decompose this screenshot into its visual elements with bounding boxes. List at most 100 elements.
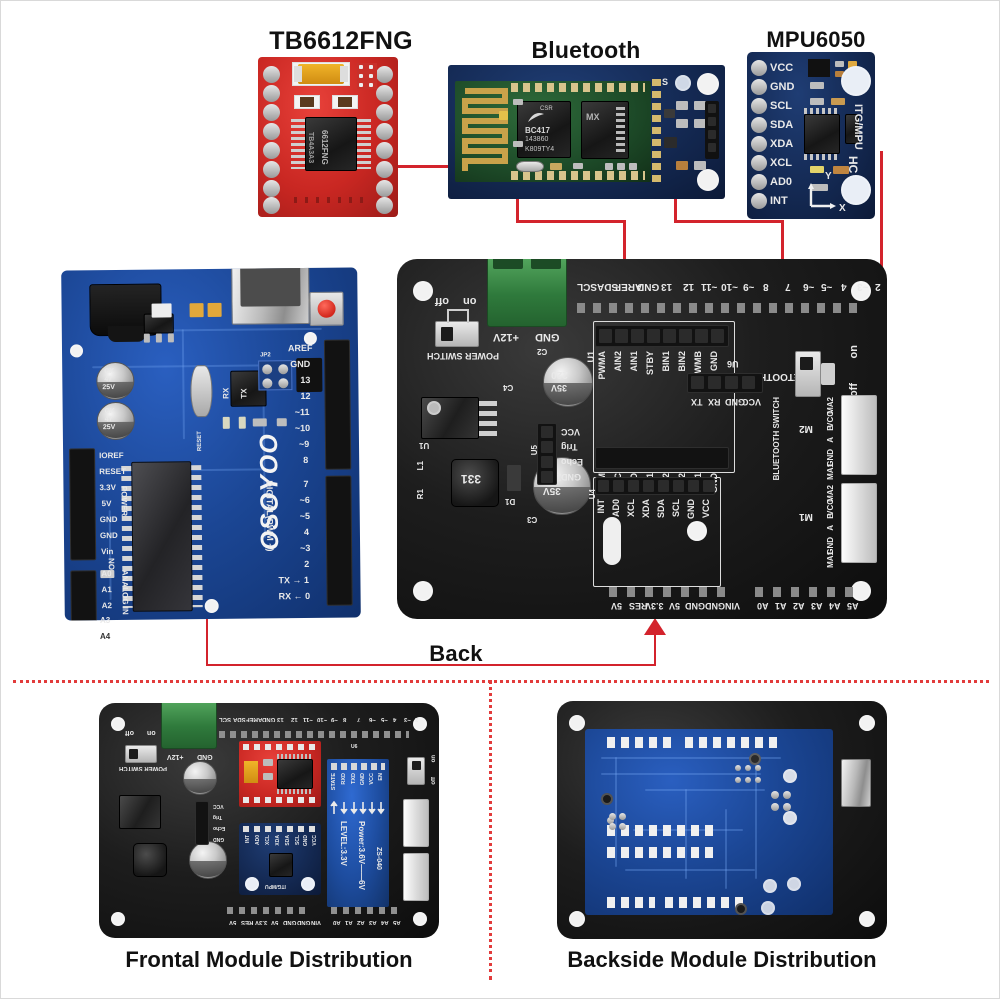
frontal-top-12: 12	[291, 716, 298, 722]
frontal-top-aref: AREF	[246, 716, 263, 722]
arduino-digital-header-1[interactable]	[323, 339, 352, 470]
arduino-cap-ck: CK	[104, 368, 115, 376]
shield-power-terminal[interactable]	[487, 259, 567, 327]
frontal-switch-off: off	[125, 729, 134, 736]
arduino-pin-gnd: GND	[290, 358, 311, 370]
shield-top-11: ~11	[701, 281, 718, 292]
back-bracket-bottom	[206, 664, 656, 666]
shield-m2-ma1: MA1	[826, 463, 835, 480]
arduino-pin-12: 12	[300, 390, 311, 402]
shield-imu-socket[interactable]	[595, 477, 715, 495]
frontal-top-9: ~9	[331, 716, 338, 722]
arduino-pin-11: ~11	[294, 406, 310, 418]
frontal-pwr-gnd1: GND	[283, 919, 297, 925]
back-arrow-icon	[644, 618, 666, 635]
arduino-pin-6: ~6	[299, 494, 310, 506]
shield-motor-socket-bottom[interactable]	[595, 447, 729, 469]
shield-switch-off: off	[435, 295, 450, 307]
shield-pwr-5v: 5V	[611, 601, 623, 611]
shield-bt-vcc: VCC	[742, 397, 762, 407]
shield-refdes-d1: D1	[505, 497, 516, 506]
arduino-analog-a3: A3	[100, 616, 111, 625]
frontal-bt-power-text: Power:3.6V——6V	[357, 821, 366, 890]
shield-imu-sda: SDA	[656, 499, 666, 519]
board-motor-shield: off on POWER SWITCH +12V GND SCL SDA ARE…	[397, 259, 887, 619]
module-mpu6050: VCC GND SCL SDA XDA XCL AD0 INT ITG/MPU …	[747, 52, 875, 219]
arduino-pin-3: ~3	[300, 542, 311, 554]
shield-m2-ref: M2	[799, 423, 813, 434]
frontal-motor-connector-m1[interactable]	[403, 853, 429, 901]
shield-refdes-l1: L1	[416, 461, 425, 471]
frontal-top-8: 8	[343, 716, 347, 722]
frontal-power-terminal[interactable]	[161, 703, 217, 749]
mpu-pin-ad0: AD0	[770, 176, 793, 188]
shield-imu-scl: SCL	[671, 499, 681, 517]
caption-backside: Backside Module Distribution	[567, 947, 877, 972]
arduino-analog-header[interactable]	[70, 570, 98, 621]
arduino-power-gnd2: GND	[99, 530, 118, 541]
shield-imu-gnd: GND	[686, 499, 696, 519]
shield-imu-vcc: VCC	[701, 499, 711, 519]
shield-motor-stby: STBY	[645, 351, 655, 376]
shield-cap-c2-220: 220	[551, 369, 568, 380]
shield-m2-b: B	[826, 425, 835, 431]
mpu-axis-x: X	[839, 203, 846, 214]
arduino-pin-tx1: TX → 1	[278, 574, 309, 586]
shield-an-a2: A2	[793, 601, 805, 611]
shield-pwr-5v2: 5V	[669, 601, 681, 611]
mpu-pin-scl: SCL	[770, 100, 792, 112]
shield-terminal-gnd: GND	[535, 331, 560, 343]
frontal-imu-ad0: AD0	[255, 835, 261, 846]
shield-hole-bl	[413, 581, 433, 601]
shield-terminal-12v: +12V	[493, 331, 519, 343]
frontal-terminal-gnd: GND	[197, 753, 213, 760]
frontal-bt-off: off	[431, 777, 437, 785]
shield-an-a0: A0	[757, 601, 769, 611]
arduino-cap-25v: 25V	[102, 384, 115, 392]
backside-arduino-pcb	[585, 729, 833, 915]
shield-top-3: ~3	[857, 281, 869, 292]
shield-imu-xcl: XCL	[626, 499, 636, 517]
arduino-digital-header-2[interactable]	[325, 475, 353, 606]
arduino-pin-7: 7	[303, 478, 309, 490]
bt-chip-line3: K809TY4	[525, 146, 555, 153]
frontal-imu-xcl: XCL	[265, 835, 271, 845]
arduino-jp2-label: JP2	[260, 352, 271, 359]
frontal-an-a2: A2	[357, 919, 365, 925]
arduino-tx-label: TX	[239, 388, 249, 399]
mpu-pin-sda: SDA	[770, 119, 794, 131]
frontal-mounted-bluetooth: STATE RXD TXD GND VCC EN LEVEL:3.3V Powe…	[327, 759, 389, 907]
shield-top-7: 7	[785, 281, 791, 292]
arduino-power-header[interactable]	[69, 448, 97, 561]
frontal-imu-sda: SDA	[285, 835, 291, 846]
frontal-us-gnd: GND	[213, 836, 225, 842]
bt-chip-line1: BC417	[525, 126, 550, 135]
frontal-motor-connector-m2[interactable]	[403, 799, 429, 847]
shield-inductor-text: 331	[461, 472, 482, 486]
back-bracket-right	[654, 634, 656, 666]
arduino-analog-a2: A2	[101, 601, 112, 611]
shield-cap-c1-35v: 35V	[543, 485, 561, 496]
arduino-pin-9: ~9	[298, 438, 310, 450]
frontal-pwr-gnd2: GND	[297, 919, 311, 925]
arduino-pin-13: 13	[300, 374, 311, 386]
frontal-pwr-33v: 3.3V	[255, 919, 268, 925]
arduino-power-33v: 3.3V	[99, 482, 116, 493]
frontal-switch-on: on	[147, 729, 156, 736]
arduino-power-reset: RESET	[99, 466, 127, 477]
shield-motor-bin2: BIN2	[677, 351, 687, 372]
shield-motor-connector-m1[interactable]	[841, 483, 877, 563]
shield-imu-socket-ref: U4	[588, 489, 597, 500]
arduino-pin-10: ~10	[294, 422, 311, 434]
shield-cap-c1	[533, 457, 591, 515]
frontal-bt-txd: TXD	[351, 773, 357, 784]
shield-bt-socket-ref: U6	[727, 359, 739, 369]
frontal-bt-on: on	[431, 755, 437, 763]
frontal-us-echo: Echo	[213, 825, 226, 831]
shield-ultrasonic-header[interactable]	[537, 423, 557, 485]
frontal-top-11: ~11	[303, 716, 313, 722]
caption-frontal: Frontal Module Distribution	[125, 947, 413, 972]
shield-m1-ref: M1	[799, 511, 813, 522]
shield-motor-connector-m2[interactable]	[841, 395, 877, 475]
tb6612-chip-line2: 6612FNG	[320, 130, 329, 165]
